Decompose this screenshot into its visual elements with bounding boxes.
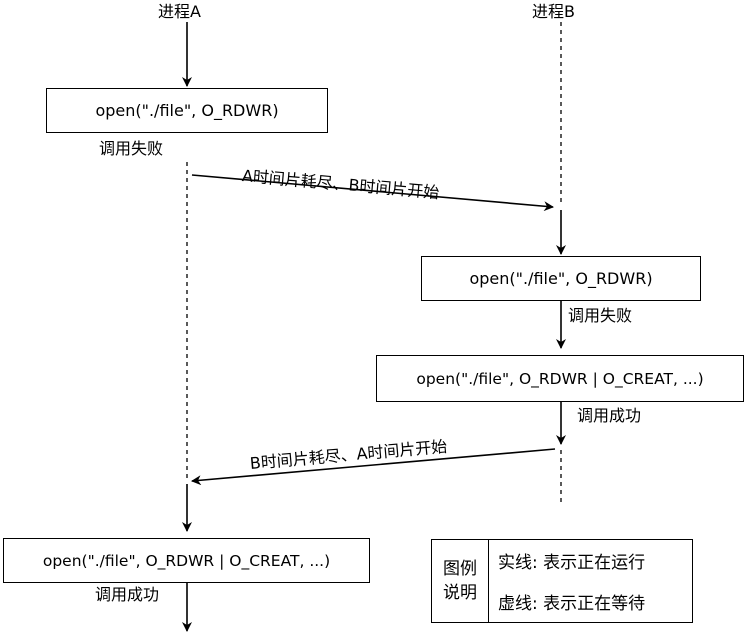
process-a-title: 进程A <box>158 2 201 21</box>
legend-dashed-description: 虚线: 表示正在等待 <box>498 594 646 614</box>
legend-title-line1: 图例 <box>443 559 477 579</box>
legend-title: 图例 说明 <box>432 540 489 622</box>
legend-solid-description: 实线: 表示正在运行 <box>498 553 646 573</box>
process-a-fail-label: 调用失败 <box>99 139 164 158</box>
switch-a-to-b-arrow <box>191 174 554 212</box>
process-b-open-creat-box: open("./file", O_RDWR | O_CREAT, ...) <box>376 355 744 402</box>
process-b-success-label: 调用成功 <box>577 406 642 425</box>
process-a-open-rdwr-text: open("./file", O_RDWR) <box>95 101 279 120</box>
process-a-success-label: 调用成功 <box>95 585 160 604</box>
process-b-open-creat-text: open("./file", O_RDWR | O_CREAT, ...) <box>416 369 704 388</box>
legend-title-line2: 说明 <box>443 583 477 603</box>
switch-b-to-a-arrow <box>191 448 556 486</box>
legend: 图例 说明 实线: 表示正在运行 虚线: 表示正在等待 <box>431 539 693 623</box>
process-b-open-rdwr-box: open("./file", O_RDWR) <box>421 256 701 301</box>
process-a-open-creat-box: open("./file", O_RDWR | O_CREAT, ...) <box>3 538 370 583</box>
process-a-open-rdwr-box: open("./file", O_RDWR) <box>46 88 328 133</box>
process-b-title: 进程B <box>532 2 575 21</box>
process-b-open-rdwr-text: open("./file", O_RDWR) <box>469 269 653 288</box>
process-b-fail-label: 调用失败 <box>568 306 633 325</box>
process-a-open-creat-text: open("./file", O_RDWR | O_CREAT, ...) <box>42 551 331 570</box>
legend-body: 实线: 表示正在运行 虚线: 表示正在等待 <box>489 540 692 622</box>
